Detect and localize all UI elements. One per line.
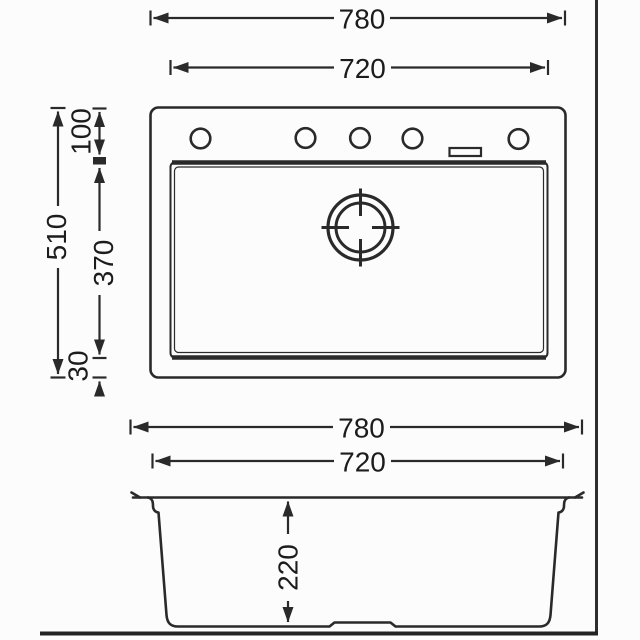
dim-section-bowl-width-label: 720 — [339, 447, 386, 478]
faucet-hole — [189, 127, 212, 150]
dim-junction-square — [93, 157, 106, 165]
dim-plan-rim-bottom: 30 — [63, 350, 107, 397]
plan-dimensions: 780 720 510 100 — [41, 4, 567, 397]
faucet-holes — [189, 126, 530, 151]
dim-plan-rim-top: 100 — [66, 107, 107, 165]
bowl-inner-hairline — [173, 166, 545, 354]
faucet-hole — [401, 127, 424, 150]
plan-outer-outline — [149, 106, 567, 379]
overflow-slot — [448, 146, 483, 158]
dim-plan-bowl-length-label: 370 — [88, 240, 119, 287]
section-view — [130, 491, 585, 628]
section-bowl-profile — [146, 496, 571, 628]
plan-bowl-outline — [169, 160, 549, 360]
dim-plan-rim-bottom-label: 30 — [63, 350, 94, 381]
faucet-hole — [294, 126, 317, 150]
dim-section-bowl-width: 720 — [151, 447, 565, 478]
section-rim-right-tip — [573, 491, 585, 499]
dim-plan-overall-width-label: 780 — [339, 4, 386, 35]
dim-plan-bowl-width: 720 — [169, 53, 550, 84]
dim-plan-overall-width: 780 — [149, 4, 567, 35]
plan-view — [149, 106, 567, 379]
image-frame — [40, 0, 598, 636]
dim-plan-bowl-length: 370 — [88, 167, 119, 360]
faucet-hole — [507, 127, 530, 151]
section-dimensions: 780 720 220 — [129, 413, 584, 623]
faucet-hole — [348, 126, 372, 150]
dim-plan-overall-depth-label: 510 — [41, 214, 72, 261]
dim-section-depth: 220 — [273, 501, 304, 623]
dim-plan-bowl-width-label: 720 — [339, 53, 386, 84]
dim-section-depth-label: 220 — [273, 544, 304, 591]
drain-crosshair-icon — [321, 188, 400, 267]
dim-section-overall-width: 780 — [129, 413, 584, 444]
dim-plan-rim-top-label: 100 — [66, 108, 97, 155]
dim-section-overall-width-label: 780 — [338, 413, 385, 444]
section-rim-left-tip — [130, 491, 142, 499]
dim-plan-overall-depth: 510 — [41, 106, 72, 379]
